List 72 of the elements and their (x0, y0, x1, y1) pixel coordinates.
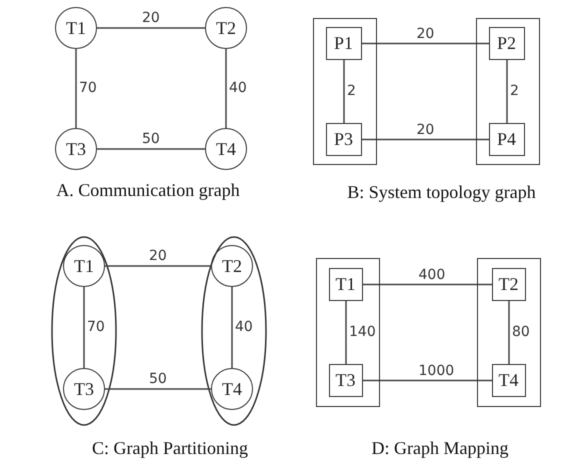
edge-label: 50 (148, 372, 168, 386)
node-label: P1 (334, 34, 353, 52)
task-circle (211, 245, 253, 287)
task-circle (55, 7, 97, 49)
node-group-box (316, 258, 380, 407)
node-group-box (477, 258, 541, 407)
edge-label: 1000 (418, 364, 456, 378)
node-label: T3 (66, 140, 86, 158)
edge-label: 80 (511, 324, 531, 338)
edge-label: 20 (416, 26, 436, 40)
task-circle (205, 128, 247, 170)
connector-line (343, 60, 345, 123)
task-circle (63, 245, 105, 287)
connector-line (506, 60, 508, 123)
edge-label: 20 (416, 122, 436, 136)
edge-label: 2 (346, 84, 357, 98)
task-circle (55, 128, 97, 170)
node-label: P3 (334, 130, 353, 148)
node-label: T4 (498, 371, 518, 389)
edge-label: 40 (228, 80, 248, 94)
connector-line (105, 265, 211, 267)
process-box (488, 122, 524, 156)
edge-label: 50 (141, 132, 161, 146)
node-group-box (313, 18, 377, 165)
connector-line (83, 287, 85, 368)
node-label: P2 (496, 34, 516, 52)
connector-line (105, 388, 211, 390)
connector-line (75, 49, 77, 128)
edge-label: 20 (148, 249, 168, 263)
edge-label: 20 (141, 11, 161, 25)
connector-line (363, 284, 492, 286)
panel-caption: A. Communication graph (55, 180, 241, 201)
task-circle (211, 368, 253, 410)
edge-label: 400 (418, 268, 446, 282)
edge-label: 140 (348, 324, 377, 338)
node-label: T4 (216, 140, 236, 158)
panel-caption: D: Graph Mapping (370, 438, 510, 459)
node-label: T4 (222, 380, 242, 398)
process-box (326, 26, 362, 60)
edge-label: 70 (78, 80, 98, 94)
edge-label: 70 (86, 320, 106, 334)
process-box (328, 268, 362, 300)
node-label: T2 (498, 275, 518, 293)
node-label: T3 (336, 371, 356, 389)
process-box (492, 268, 526, 300)
node-label: T2 (222, 257, 242, 275)
process-box (488, 26, 524, 60)
connector-line (345, 301, 347, 364)
connector-line (231, 287, 233, 368)
connector-line (225, 49, 227, 128)
edge-label: 40 (234, 320, 254, 334)
node-label: T3 (74, 380, 94, 398)
node-label: T2 (216, 19, 236, 37)
task-circle (63, 368, 105, 410)
connector-line (363, 380, 492, 382)
node-label: T1 (66, 19, 86, 37)
node-label: T1 (336, 275, 356, 293)
connector-line (508, 301, 510, 364)
node-label: T1 (74, 257, 94, 275)
connector-line (362, 138, 489, 140)
task-circle (205, 7, 247, 49)
panel-caption: C: Graph Partitioning (91, 438, 249, 459)
process-box (328, 364, 362, 396)
node-label: P4 (496, 130, 516, 148)
edge-label: 2 (509, 84, 520, 98)
connector-line (97, 27, 205, 29)
connector-line (362, 42, 489, 44)
node-group-box (476, 18, 540, 165)
process-box (492, 364, 526, 396)
process-box (326, 122, 362, 156)
panel-caption: B: System topology graph (346, 182, 537, 203)
connector-line (97, 148, 205, 150)
